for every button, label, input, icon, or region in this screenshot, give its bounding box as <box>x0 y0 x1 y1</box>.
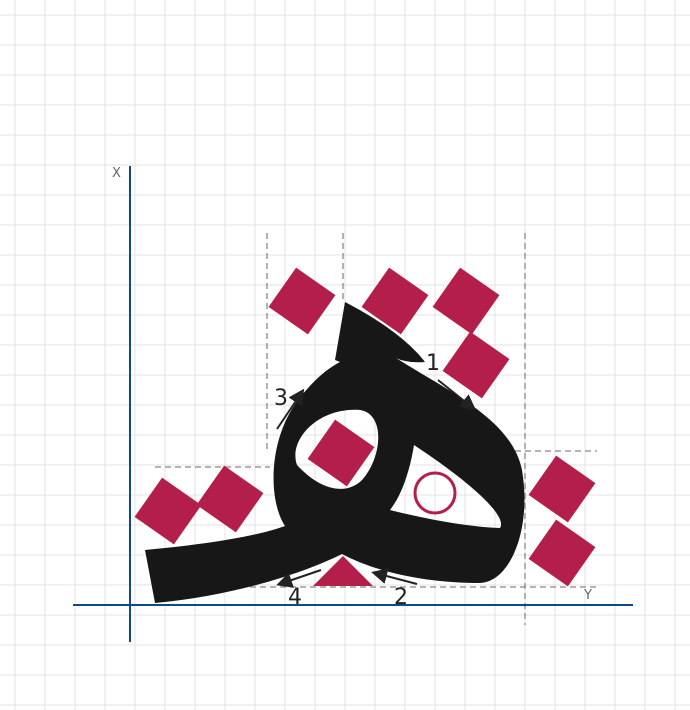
stroke-label-4: 4 <box>288 585 302 610</box>
rhombic-dot <box>307 419 375 487</box>
y-axis-label: Y <box>583 588 592 603</box>
rhombic-dot <box>134 477 202 545</box>
arrow-2 <box>371 568 418 585</box>
circle-marker <box>413 471 457 515</box>
arrow-3 <box>276 388 305 430</box>
rhombic-dot <box>528 519 596 587</box>
arrow-4 <box>276 569 322 588</box>
stroke-label-1: 1 <box>426 351 440 376</box>
measure-dots <box>134 267 596 587</box>
rhombic-dot <box>432 267 500 335</box>
arrow-1 <box>437 379 477 411</box>
rhombic-dot <box>442 331 510 399</box>
x-axis-label: X <box>112 166 121 181</box>
guide-lines <box>155 233 600 625</box>
stroke-label-3: 3 <box>274 386 288 411</box>
rhombic-dot <box>196 465 264 533</box>
stroke-label-2: 2 <box>394 585 408 610</box>
stroke-arrows <box>276 379 477 588</box>
rhombic-dot <box>528 455 596 523</box>
rhombic-dot <box>361 267 429 335</box>
rhombic-dot <box>268 267 336 335</box>
axes <box>73 166 633 642</box>
triangle-dot <box>313 556 373 586</box>
arabic-letter-ha <box>145 302 525 603</box>
